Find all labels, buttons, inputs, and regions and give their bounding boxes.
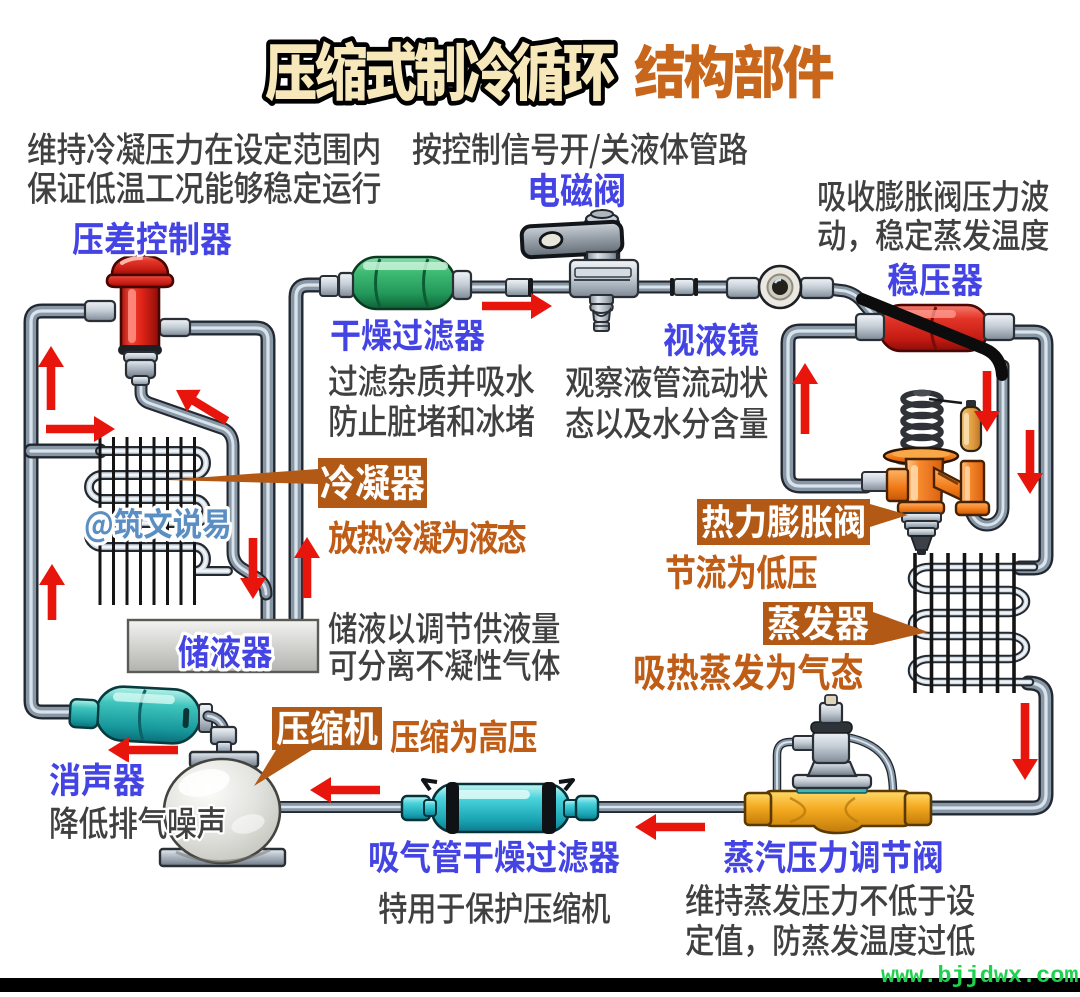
svg-text:www.bjjdwx.com: www.bjjdwx.com xyxy=(881,963,1078,990)
